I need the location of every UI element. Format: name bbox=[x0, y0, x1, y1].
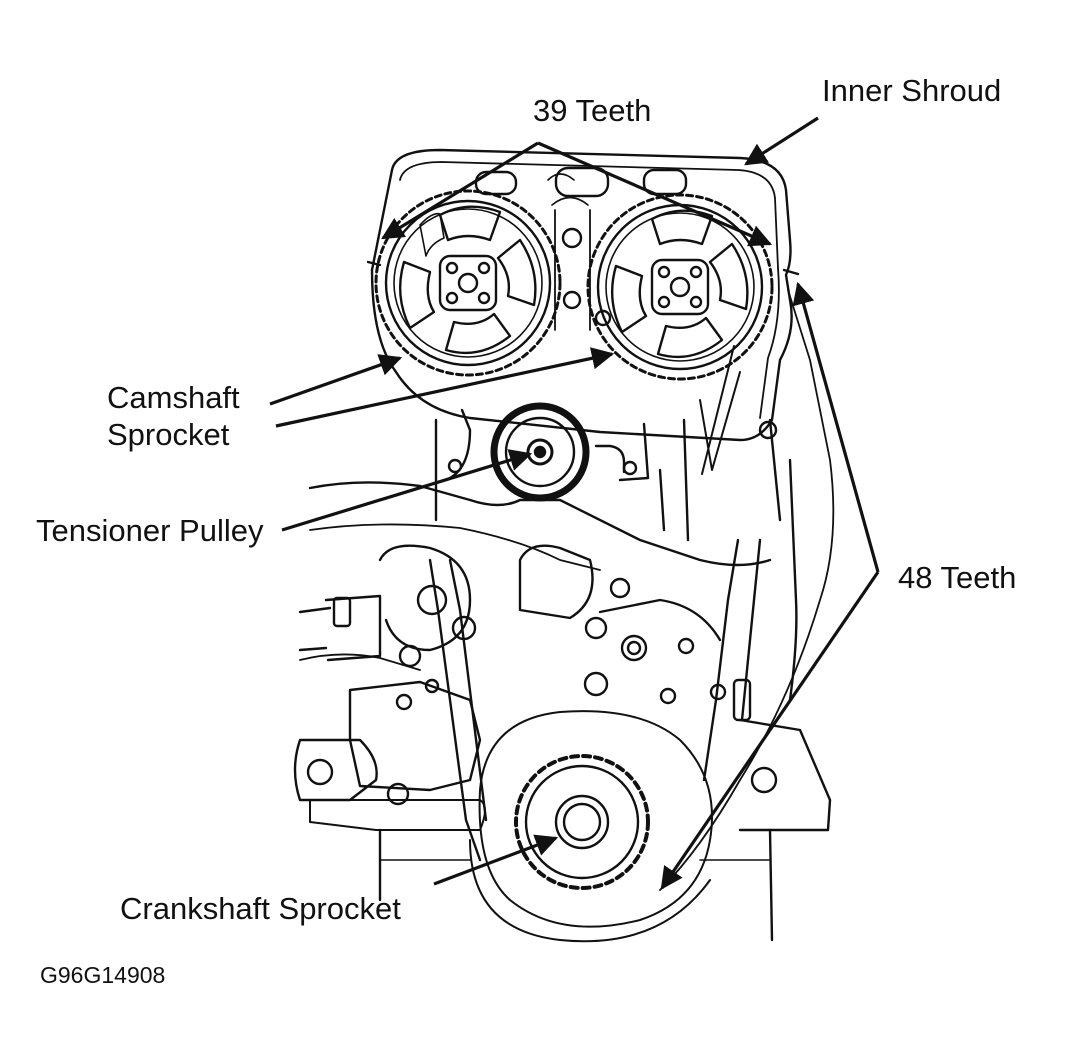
label-48-teeth: 48 Teeth bbox=[898, 560, 1016, 595]
crankshaft-sprocket bbox=[514, 754, 650, 890]
figure-code: G96G14908 bbox=[40, 962, 165, 988]
label-crankshaft-sprocket: Crankshaft Sprocket bbox=[120, 891, 401, 926]
label-sprocket: Sprocket bbox=[107, 417, 230, 452]
inner-shroud-outline bbox=[370, 148, 793, 442]
left-camshaft-sprocket bbox=[374, 189, 562, 377]
tensioner-pulley bbox=[490, 402, 638, 502]
label-camshaft: Camshaft bbox=[107, 380, 240, 415]
label-39-teeth: 39 Teeth bbox=[533, 93, 651, 128]
leader-lines bbox=[269, 116, 880, 890]
right-camshaft-sprocket bbox=[586, 193, 774, 381]
label-tensioner-pulley: Tensioner Pulley bbox=[36, 513, 264, 548]
engine-drawing bbox=[293, 148, 835, 943]
label-inner-shroud: Inner Shroud bbox=[822, 73, 1001, 108]
